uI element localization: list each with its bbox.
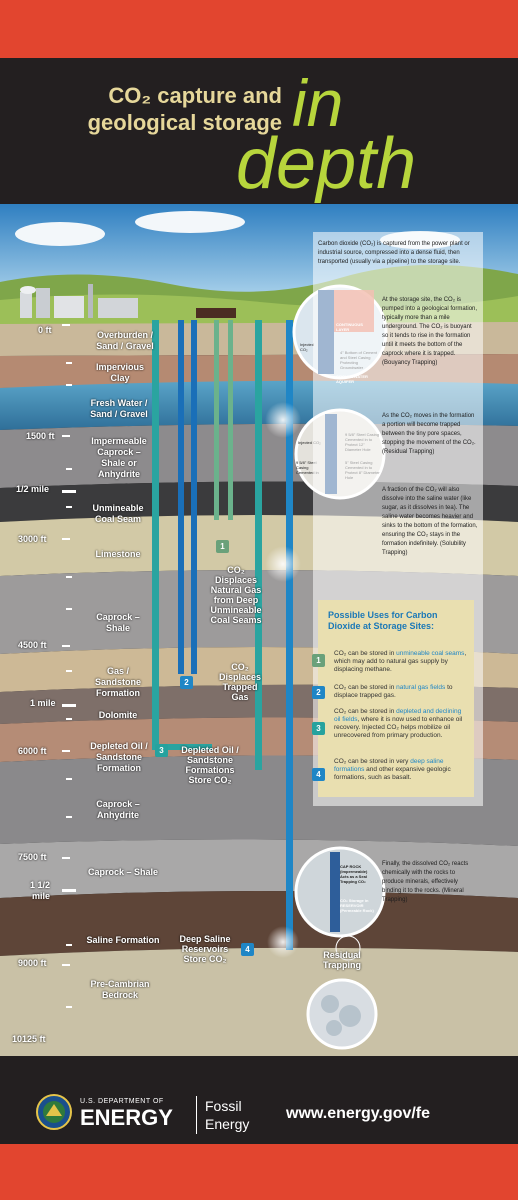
uses-badge-3: 3: [312, 722, 325, 735]
title-depth: depth: [236, 124, 417, 204]
layer-overburden: Overburden / Sand / Gravel: [96, 330, 154, 351]
layer-caprock-shale: Caprock – Shale: [96, 612, 140, 633]
title-line-2: geological storage: [87, 110, 282, 135]
inset-label-reservoir: CO₂ Storage in RESERVOIR (Permeable Rock…: [340, 898, 374, 913]
layer-caprock-shale-2: Caprock – Shale: [87, 867, 159, 877]
layer-gas-sandstone: Gas / Sandstone Formation: [94, 666, 141, 698]
uses-item-3-post: , where it is now used to enhance oil re…: [334, 716, 463, 739]
inset-label-injected-co2-2: Injected CO₂: [298, 440, 321, 445]
uses-item-4-pre: CO₂ can be stored in very: [334, 758, 411, 765]
possible-uses-title: Possible Uses for Carbon Dioxide at Stor…: [328, 610, 438, 631]
doe-seal-icon: [36, 1094, 72, 1130]
uses-badge-1: 1: [312, 654, 325, 667]
info-mineral-trapping: Finally, the dissolved CO₂ reacts chemic…: [382, 861, 469, 903]
cloud: [15, 222, 105, 246]
badge-3: 3: [155, 744, 168, 757]
depth-6000ft: 6000 ft: [18, 746, 47, 756]
uses-item-4: CO₂ can be stored in very deep saline fo…: [334, 758, 468, 782]
info-capture: Carbon dioxide (CO₂) is captured from th…: [318, 241, 470, 265]
info-residual-trapping: As the CO₂ moves in the formation a port…: [382, 413, 476, 455]
footer-top-strip: [0, 1056, 518, 1084]
uses-item-3: CO₂ can be stored in depleted and declin…: [334, 708, 468, 740]
title-line-1: CO₂ capture and: [108, 83, 282, 108]
injection-site: [196, 308, 236, 318]
uses-badge-4: 4: [312, 768, 325, 781]
badge-4: 4: [241, 943, 254, 956]
website-link[interactable]: www.energy.gov/fe: [286, 1105, 431, 1122]
inset-label-casing-cemented: 9 5/8" Steel Casing Cemented in: [296, 460, 319, 475]
header: [0, 58, 518, 204]
uses-item-4-post: and other expansive geologic formations,…: [334, 766, 451, 781]
uses-item-3-pre: CO₂ can be stored in: [334, 708, 397, 715]
depth-1-mile: 1 mile: [30, 698, 56, 708]
layer-caprock-anhydrite: Caprock – Anhydrite: [96, 799, 140, 820]
depth-3000ft: 3000 ft: [18, 534, 47, 544]
layer-limestone: Limestone: [95, 549, 141, 559]
uses-item-1-pre: CO₂ can be stored in: [334, 650, 397, 657]
depth-9000ft: 9000 ft: [18, 958, 47, 968]
uses-item-1-highlight: unmineable coal seams: [396, 650, 465, 657]
layer-saline-formation: Saline Formation: [86, 935, 160, 945]
layer-bullets: [66, 362, 72, 1008]
uses-badge-2: 2: [312, 686, 325, 699]
uses-item-2-post: to displace trapped gas.: [334, 684, 453, 699]
annotation-trapped-gas: CO₂ Displaces Trapped Gas: [218, 662, 262, 702]
annotation-deep-saline: Deep Saline Reservoirs Store CO₂: [179, 934, 231, 964]
uses-item-2-highlight: natural gas fields: [396, 684, 446, 691]
depth-7500ft: 7500 ft: [18, 852, 47, 862]
layer-impervious-clay: Impervious Clay: [95, 362, 144, 383]
info-buoyancy-trapping: At the storage site, the CO₂ is pumped i…: [382, 297, 478, 366]
uses-item-1-post: , which may add to natural gas supply by…: [334, 650, 467, 673]
uses-item-2-pre: CO₂ can be stored in: [334, 684, 397, 691]
depth-10125ft: 10125 ft: [12, 1034, 46, 1044]
footer: [0, 1084, 518, 1144]
annotation-residual-trapping: Residual Trapping: [323, 950, 361, 970]
uses-item-3-highlight: depleted and declining oil fields: [334, 708, 462, 723]
power-plant: [20, 284, 138, 318]
doe-small-text: U.S. DEPARTMENT OF: [80, 1098, 164, 1105]
injection-wells: [152, 320, 293, 950]
depth-1-half-mile: 1 1/2 mile: [30, 880, 51, 901]
depth-0ft: 0 ft: [38, 325, 52, 335]
layer-dolomite: Dolomite: [98, 710, 138, 720]
footer-divider: [196, 1096, 197, 1134]
inset-label-cap-rock: CAP ROCK (Impermeable) Acts as a Seal Tr…: [340, 864, 368, 884]
possible-uses-box: Possible Uses for Carbon Dioxide at Stor…: [318, 600, 474, 797]
inset-label-injected-co2: Injected CO₂: [300, 342, 315, 352]
depth-half-mile: 1/2 mile: [16, 484, 50, 494]
uses-item-4-highlight: deep saline formations: [334, 758, 444, 773]
layer-unmineable-coal-seam: Unmineable Coal Seam: [92, 503, 144, 524]
energy-text: Energy: [205, 1116, 250, 1132]
annotation-coal-seams: CO₂ Displaces Natural Gas from Deep Unmi…: [210, 565, 262, 625]
doe-big-text: ENERGY: [80, 1105, 173, 1130]
layer-depleted-oil: Depleted Oil / Sandstone Formation: [90, 741, 148, 773]
badge-2: 2: [180, 676, 193, 689]
bottom-red-band: [0, 1144, 518, 1200]
info-solubility-trapping: A fraction of the CO₂ will also dissolve…: [382, 487, 478, 556]
layer-fresh-water: Fresh Water / Sand / Gravel: [90, 398, 148, 419]
badge-1: 1: [216, 540, 229, 553]
layer-impermeable-caprock: Impermeable Caprock – Shale or Anhydrite: [91, 436, 147, 479]
depth-1500ft: 1500 ft: [26, 431, 55, 441]
annotation-depleted-oil: Depleted Oil / Sandstone Formations Stor…: [181, 745, 239, 785]
fossil-text: Fossil: [205, 1098, 242, 1114]
uses-item-1: CO₂ can be stored in unmineable coal sea…: [334, 650, 468, 674]
layer-pre-cambrian-bedrock: Pre-Cambrian Bedrock: [90, 979, 150, 1000]
uses-item-2: CO₂ can be stored in natural gas fields …: [334, 684, 468, 700]
cloud: [135, 211, 245, 233]
top-red-band: [0, 0, 518, 58]
depth-ticks: [62, 324, 76, 966]
title-in: in: [292, 66, 344, 140]
depth-4500ft: 4500 ft: [18, 640, 47, 650]
